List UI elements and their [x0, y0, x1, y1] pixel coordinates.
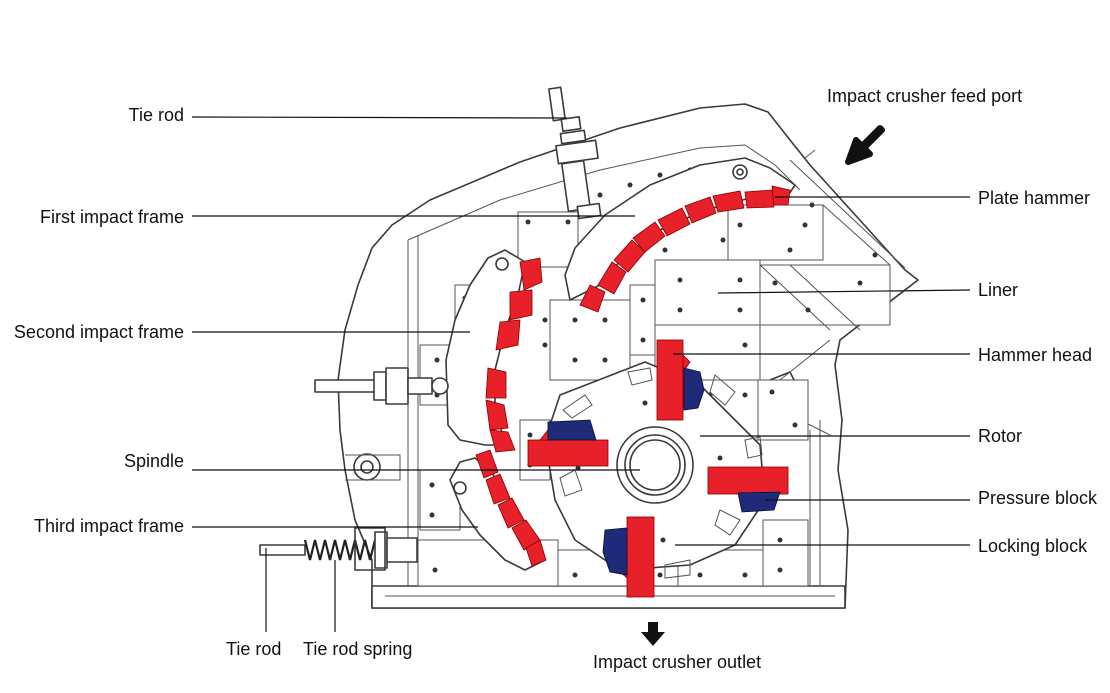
label-rotor: Rotor	[978, 426, 1022, 446]
label-first-impact-frame: First impact frame	[40, 207, 184, 227]
hammer-head-top	[656, 339, 684, 421]
locking-block-left	[547, 419, 597, 441]
label-hammer-head: Hammer head	[978, 345, 1092, 365]
top-tie-rod	[548, 86, 602, 220]
second-impact-frame	[445, 249, 543, 453]
plate-hammer-segment	[597, 261, 627, 295]
hammer-head-right	[707, 466, 789, 495]
hammer-head-left	[527, 439, 609, 467]
impact-plate-segment	[525, 539, 547, 567]
bottom-tie-rod	[259, 527, 418, 571]
locking-block-right	[737, 491, 781, 513]
label-tie-rod-top: Tie rod	[129, 105, 184, 125]
plate-hammer-segment	[712, 190, 745, 213]
label-plate-hammer: Plate hammer	[978, 188, 1090, 208]
impact-plate-segment	[485, 473, 511, 505]
label-spindle: Spindle	[124, 451, 184, 471]
label-locking-block: Locking block	[978, 536, 1088, 556]
impact-plate-segment	[509, 289, 533, 321]
locking-block-top	[683, 367, 705, 411]
plate-hammer-segment	[579, 284, 606, 313]
left-tie-rod	[314, 367, 449, 405]
impact-plate-segment	[495, 319, 521, 351]
impact-plate-segment	[485, 399, 509, 431]
impact-plate-segment	[485, 367, 507, 399]
plate-hammer-segment	[657, 207, 691, 237]
labels: Tie rod First impact frame Second impact…	[14, 86, 1098, 672]
plate-hammer-segment	[684, 196, 717, 224]
hammer-head-bottom	[626, 516, 655, 598]
third-impact-frame	[449, 449, 547, 571]
label-third-impact-frame: Third impact frame	[34, 516, 184, 536]
arrow-down-left-icon	[845, 125, 885, 165]
label-outlet: Impact crusher outlet	[593, 652, 761, 672]
label-pressure-block: Pressure block	[978, 488, 1098, 508]
rotor-assembly	[527, 339, 789, 598]
impact-plate-segment	[497, 497, 525, 529]
plate-hammer-segment	[771, 185, 791, 206]
arrow-down-icon	[641, 622, 665, 646]
first-impact-frame	[564, 157, 796, 313]
label-tie-rod-bottom: Tie rod	[226, 639, 281, 659]
locking-block-bottom	[602, 527, 628, 576]
plate-hammer-segment	[744, 189, 775, 209]
plate-hammer-segment	[632, 221, 666, 253]
label-tie-rod-spring: Tie rod spring	[303, 639, 412, 659]
label-liner: Liner	[978, 280, 1018, 300]
leader-lines	[191, 116, 971, 632]
label-feed-port: Impact crusher feed port	[827, 86, 1022, 106]
impact-plate-segment	[489, 429, 516, 453]
label-second-impact-frame: Second impact frame	[14, 322, 184, 342]
impact-plate-segment	[519, 257, 543, 291]
